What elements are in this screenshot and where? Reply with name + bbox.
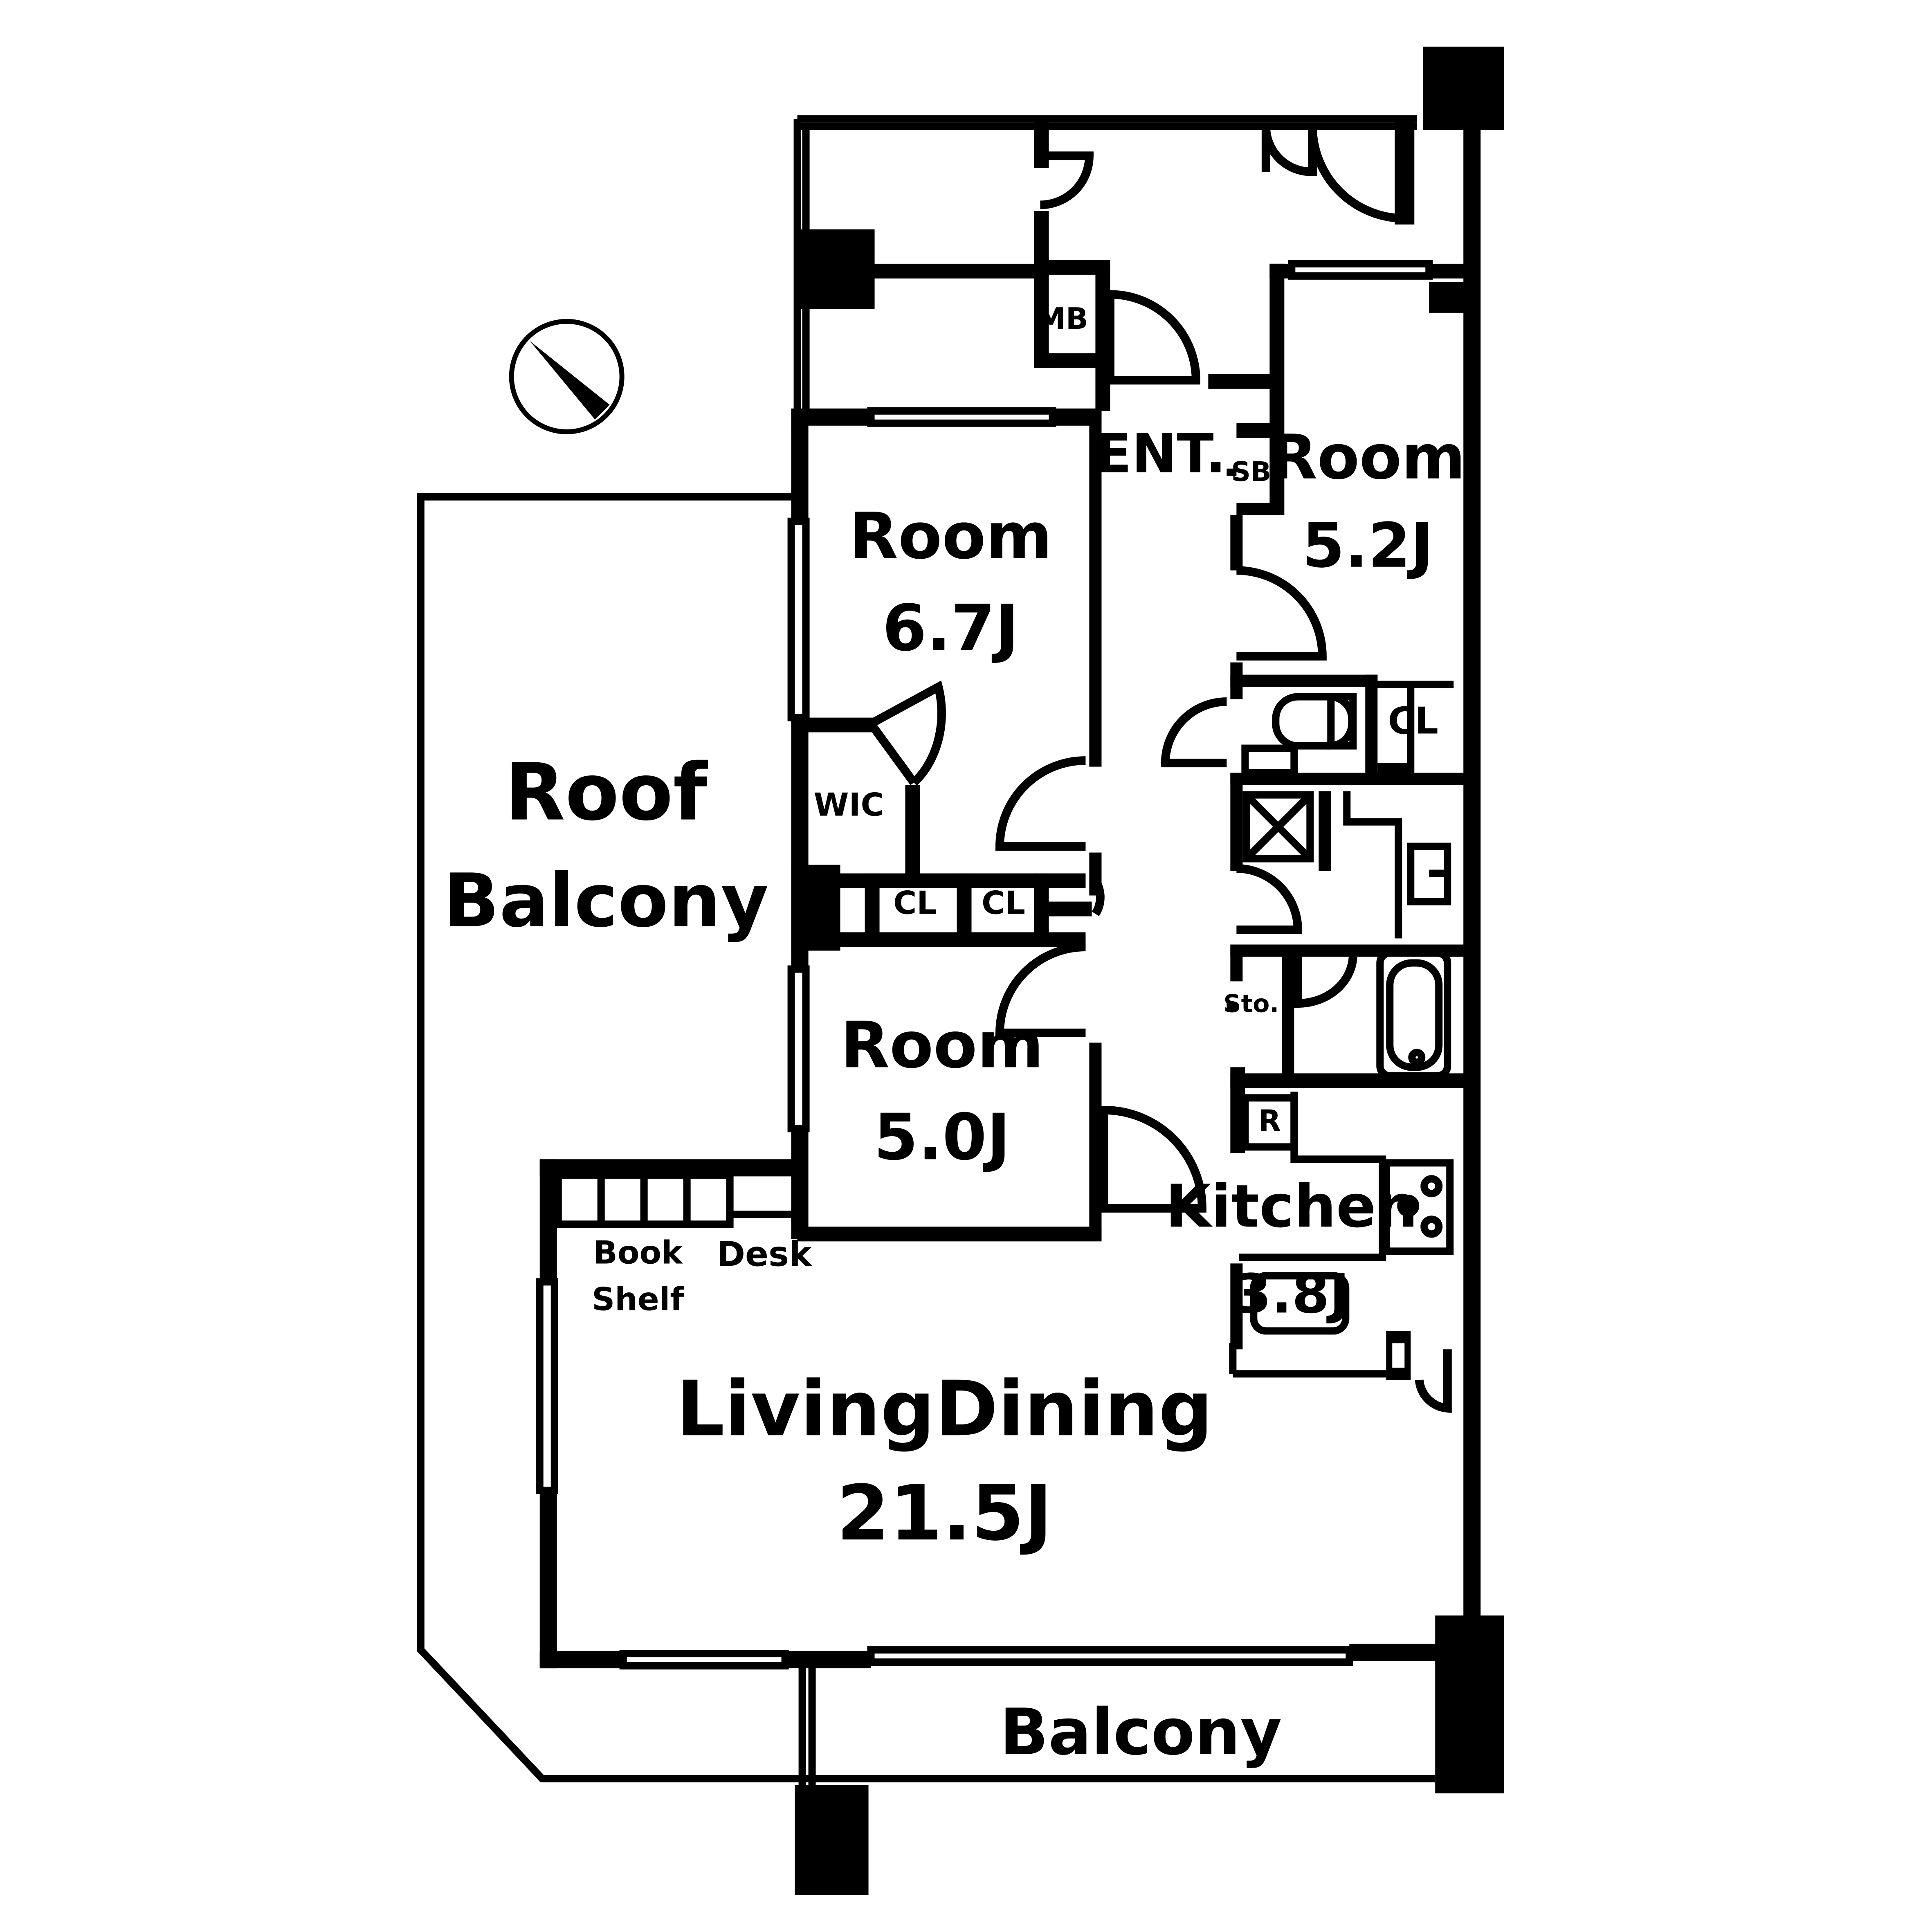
desk-label: Desk — [717, 1234, 813, 1274]
kitchen-counter — [1229, 1092, 1454, 1378]
columns — [795, 46, 1504, 1896]
storage-label: Sto. — [1223, 989, 1279, 1018]
living-dining-label-2: 21.5J — [837, 1469, 1053, 1557]
fixtures — [554, 468, 1454, 1378]
washing-machine-icon — [1242, 791, 1314, 863]
fridge-label: R — [1258, 1103, 1281, 1138]
book-shelf-label-2: Shelf — [592, 1281, 684, 1318]
closet-label-2: CL — [982, 885, 1025, 922]
wic-label: WIC — [813, 787, 884, 824]
balcony-label: Balcony — [1000, 1695, 1282, 1769]
kitchen-label-1: Kitchen — [1166, 1172, 1418, 1240]
living-dining-label-1: LivingDining — [676, 1364, 1213, 1453]
compass-north-arrow-icon — [509, 319, 625, 434]
kitchen-label-2: 3.8J — [1234, 1263, 1350, 1325]
exterior-outline — [417, 115, 1436, 1791]
room-5-0-label-1: Room — [840, 1008, 1044, 1082]
washbasin-icon — [1343, 791, 1451, 939]
room-5-0-label-2: 5.0J — [874, 1100, 1010, 1174]
closet-label-3: CL — [1388, 700, 1438, 743]
roof-balcony-label-1: Roof — [505, 747, 708, 838]
roof-balcony-label-2: Balcony — [443, 858, 769, 944]
room-5-2-label-1: Room — [1270, 422, 1465, 493]
closet-label-1: CL — [893, 885, 937, 922]
entrance-label: ENT. — [1095, 423, 1226, 485]
book-shelf-icon — [554, 1171, 791, 1228]
room-5-2-label-2: 5.2J — [1302, 510, 1433, 582]
mb-label: MB — [1036, 301, 1088, 336]
book-shelf-label-1: Book — [593, 1234, 683, 1271]
room-6-7-label-1: Room — [849, 499, 1052, 573]
bathtub-icon — [1376, 949, 1451, 1080]
toilet-icon — [1241, 693, 1357, 777]
sb-label: SB — [1231, 456, 1271, 487]
room-labels: Roof Balcony Room 6.7J Room 5.0J Room 5.… — [443, 301, 1465, 1769]
room-6-7-label-2: 6.7J — [882, 591, 1019, 665]
doors — [867, 126, 1452, 1413]
